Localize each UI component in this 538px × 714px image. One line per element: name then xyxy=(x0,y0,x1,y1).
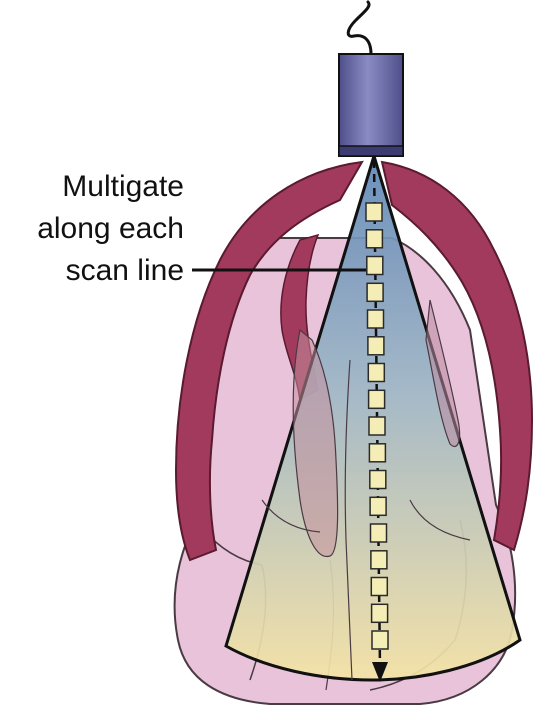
sample-gate xyxy=(367,283,383,301)
sample-gate xyxy=(369,417,385,435)
sample-gate xyxy=(371,578,387,596)
sample-gate xyxy=(367,257,383,275)
sample-gate xyxy=(369,390,385,408)
sample-gate xyxy=(370,497,386,515)
transducer-face xyxy=(339,146,403,156)
sample-gate xyxy=(371,551,387,569)
sample-gate xyxy=(368,310,384,328)
ultrasound-transducer-icon xyxy=(339,2,403,156)
sample-gate xyxy=(370,471,386,489)
annotation-line-2: along each xyxy=(37,212,184,245)
annotation-line-3: scan line xyxy=(66,254,184,287)
sample-gate xyxy=(372,631,388,649)
cable-icon xyxy=(348,2,371,54)
sample-gate xyxy=(368,337,384,355)
annotation-line-1: Multigate xyxy=(62,170,184,203)
sample-gate xyxy=(366,230,382,248)
sample-gate xyxy=(372,604,388,622)
transducer-body xyxy=(339,54,403,156)
sample-gate xyxy=(368,364,384,382)
sample-gate xyxy=(366,203,382,221)
sample-gate xyxy=(369,444,385,462)
sample-gate xyxy=(371,524,387,542)
